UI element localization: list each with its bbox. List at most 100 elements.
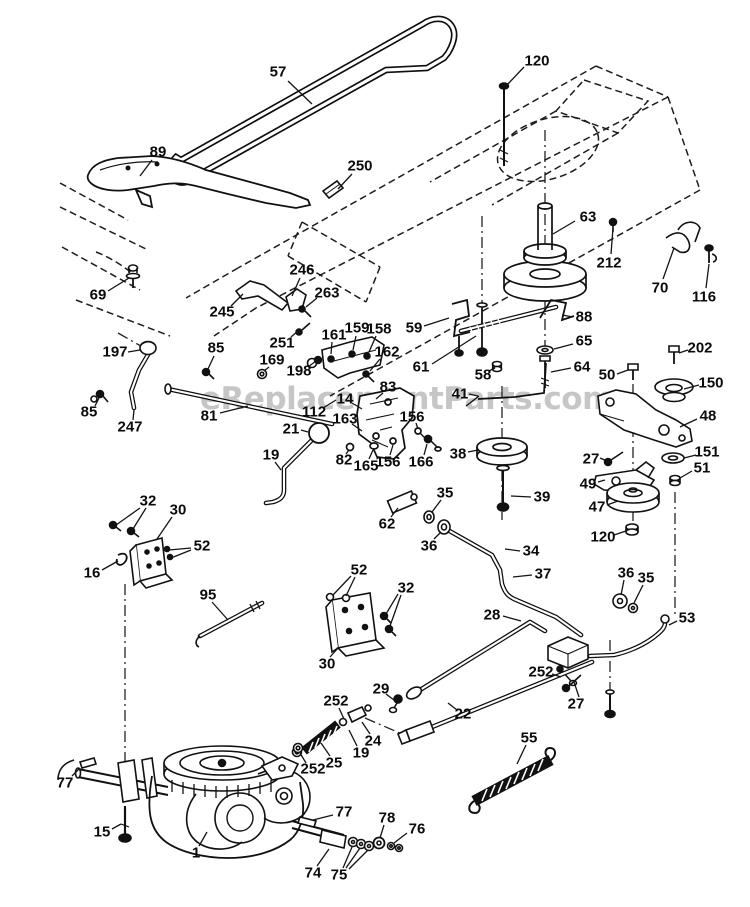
part-label-85: 85 — [207, 339, 225, 357]
part-label-163: 163 — [332, 410, 358, 428]
part-label-50: 50 — [598, 366, 616, 384]
clutch-plate-cluster — [321, 298, 575, 407]
part-label-49: 49 — [579, 475, 597, 493]
part-label-58: 58 — [474, 366, 492, 384]
part-label-89: 89 — [149, 143, 167, 161]
part-label-39: 39 — [533, 488, 551, 506]
part-label-27: 27 — [582, 450, 600, 468]
part-label-252: 252 — [323, 692, 349, 710]
part-label-35: 35 — [637, 569, 655, 587]
part-label-85: 85 — [80, 403, 98, 421]
engine-pulley-63 — [503, 202, 587, 302]
part-label-55: 55 — [520, 729, 538, 747]
part-label-82: 82 — [335, 451, 353, 469]
part-label-64: 64 — [573, 358, 591, 376]
part-label-62: 62 — [378, 515, 396, 533]
part-label-150: 150 — [698, 374, 724, 392]
part-label-63: 63 — [579, 208, 597, 226]
transaxle-1 — [57, 742, 404, 859]
part-label-65: 65 — [575, 332, 593, 350]
part-label-212: 212 — [596, 254, 622, 272]
part-label-51: 51 — [693, 459, 711, 477]
part-label-162: 162 — [374, 343, 400, 361]
gear-selector — [266, 387, 442, 503]
part-label-95: 95 — [199, 586, 217, 604]
part-label-32: 32 — [139, 492, 157, 510]
part-label-166: 166 — [408, 453, 434, 471]
part-label-37: 37 — [534, 565, 552, 583]
part-label-27: 27 — [567, 695, 585, 713]
part-label-83: 83 — [379, 378, 397, 396]
part-label-19: 19 — [352, 744, 370, 762]
part-label-36: 36 — [617, 564, 635, 582]
part-label-78: 78 — [378, 809, 396, 827]
right-linkage — [386, 345, 694, 746]
part-label-22: 22 — [454, 705, 472, 723]
part-label-252: 252 — [300, 760, 326, 778]
part-label-169: 169 — [259, 351, 285, 369]
part-label-35: 35 — [436, 484, 454, 502]
part-label-28: 28 — [483, 606, 501, 624]
part-label-159: 159 — [344, 319, 370, 337]
part-label-61: 61 — [412, 358, 430, 376]
part-label-165: 165 — [353, 457, 379, 475]
part-label-116: 116 — [691, 288, 717, 306]
part-label-15: 15 — [93, 823, 111, 841]
part-label-250: 250 — [347, 157, 373, 175]
part-label-30: 30 — [318, 655, 336, 673]
part-label-120: 120 — [524, 52, 550, 70]
part-label-32: 32 — [397, 579, 415, 597]
top-hardware — [125, 82, 718, 336]
part-label-75: 75 — [330, 866, 348, 884]
part-label-70: 70 — [651, 279, 669, 297]
part-label-1: 1 — [191, 844, 201, 862]
part-label-158: 158 — [366, 320, 392, 338]
part-label-81: 81 — [200, 407, 218, 425]
part-label-120: 120 — [590, 528, 616, 546]
part-label-47: 47 — [588, 498, 606, 516]
part-label-245: 245 — [209, 303, 235, 321]
idler-pulley-38 — [476, 437, 528, 512]
part-label-52: 52 — [350, 561, 368, 579]
part-label-57: 57 — [269, 63, 287, 81]
part-label-48: 48 — [699, 407, 717, 425]
part-label-29: 29 — [372, 680, 390, 698]
part-label-151: 151 — [694, 443, 720, 461]
part-label-30: 30 — [169, 501, 187, 519]
springs-bottom — [291, 694, 556, 815]
part-label-16: 16 — [83, 564, 101, 582]
part-label-77: 77 — [335, 803, 353, 821]
part-label-76: 76 — [408, 820, 426, 838]
part-label-251: 251 — [269, 334, 295, 352]
part-label-34: 34 — [522, 542, 540, 560]
mount-brackets — [108, 520, 397, 657]
part-label-21: 21 — [282, 420, 300, 438]
part-label-14: 14 — [336, 390, 354, 408]
part-label-74: 74 — [304, 864, 322, 882]
belt-guard-89 — [86, 155, 312, 209]
part-label-202: 202 — [687, 339, 713, 357]
part-label-41: 41 — [451, 385, 469, 403]
part-label-247: 247 — [117, 418, 143, 436]
leader-lines — [71, 66, 710, 870]
part-label-156: 156 — [399, 408, 425, 426]
part-label-161: 161 — [321, 326, 347, 344]
part-label-52: 52 — [193, 537, 211, 555]
part-label-69: 69 — [89, 286, 107, 304]
part-label-197: 197 — [102, 343, 128, 361]
steering-parts — [90, 340, 332, 425]
part-label-263: 263 — [314, 284, 340, 302]
part-label-24: 24 — [364, 732, 382, 750]
part-label-88: 88 — [575, 308, 593, 326]
part-label-19: 19 — [262, 446, 280, 464]
part-label-198: 198 — [286, 362, 312, 380]
part-label-252: 252 — [528, 663, 554, 681]
part-label-246: 246 — [289, 261, 315, 279]
part-label-59: 59 — [405, 319, 423, 337]
part-label-77: 77 — [56, 774, 74, 792]
part-label-112: 112 — [301, 403, 327, 421]
part-label-156: 156 — [375, 453, 401, 471]
part-label-38: 38 — [449, 445, 467, 463]
